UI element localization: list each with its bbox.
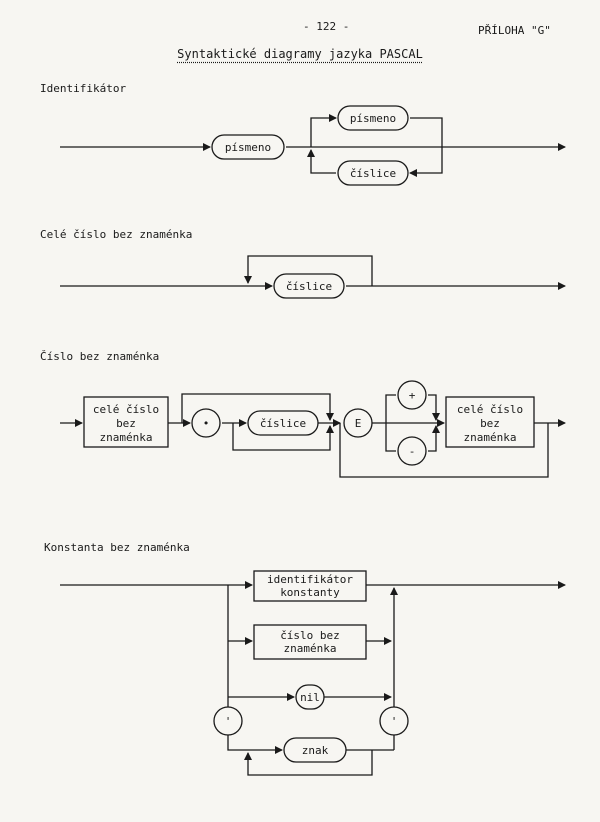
node-cele-cislo-2-line3: znaménka [464,431,517,444]
node-cele-cislo-1-line3: znaménka [100,431,153,444]
node-dot-label: • [203,417,210,430]
node-cele-cislo-2-line2: bez [480,417,500,430]
node-cislice-label: číslice [260,417,306,430]
node-cislo-line2: znaménka [284,642,337,655]
node-cislice [273,273,345,299]
node-plus [397,380,427,410]
node-cele-cislo-1-line1: celé číslo [93,403,159,416]
diagram-cele-cislo: číslice [60,255,566,299]
node-pismeno-loop-label: písmeno [350,112,396,125]
diagram-identifikator: písmeno písmeno číslice [60,105,566,186]
node-cislice-label: číslice [350,167,396,180]
node-cele-cislo-1-line2: bez [116,417,136,430]
heading-konstanta: Konstanta bez znaménka [44,541,190,554]
node-cislo-line1: číslo bez [280,629,340,642]
heading-cele-cislo: Celé číslo bez znaménka [40,228,193,241]
node-nil [295,684,325,710]
node-ident-line2: konstanty [280,586,340,599]
node-ident-line1: identifikátor [267,573,353,586]
node-minus-label: - [409,445,416,458]
node-apostrophe-right [379,706,409,736]
heading-identifikator: Identifikátor [40,82,127,95]
node-plus-label: + [409,389,416,402]
node-apostrophe-right-label: ' [391,715,398,728]
node-cislice [247,410,319,436]
node-cele-cislo-1 [83,396,169,448]
node-pismeno-main [211,134,285,160]
node-e-label: E [355,417,362,430]
node-dot [191,408,221,438]
node-znak-label: znak [302,744,329,757]
node-pismeno-main-label: písmeno [225,141,271,154]
node-apostrophe-left [213,706,243,736]
node-apostrophe-left-label: ' [225,715,232,728]
node-identifikator-konstanty [253,570,367,602]
node-pismeno-loop [337,105,409,131]
heading-cislo: Číslo bez znaménka [40,350,160,363]
diagram-konstanta: identifikátor konstanty číslo bez znamén… [60,570,566,776]
appendix-label: PŘÍLOHA "G" [478,24,551,37]
page-number: - 122 - [303,20,350,33]
node-cislice [337,160,409,186]
node-nil-label: nil [300,691,320,704]
node-e [343,408,373,438]
node-minus [397,436,427,466]
diagram-cislo: celé číslo bez znaménka • číslice E + - … [60,380,566,478]
page-title: Syntaktické diagramy jazyka PASCAL [177,47,423,61]
node-cele-cislo-2-line1: celé číslo [457,403,523,416]
node-cislice-label: číslice [286,280,332,293]
node-cislo-bez-znamenka [253,624,367,660]
node-cele-cislo-2 [445,396,535,448]
node-znak [283,737,347,763]
